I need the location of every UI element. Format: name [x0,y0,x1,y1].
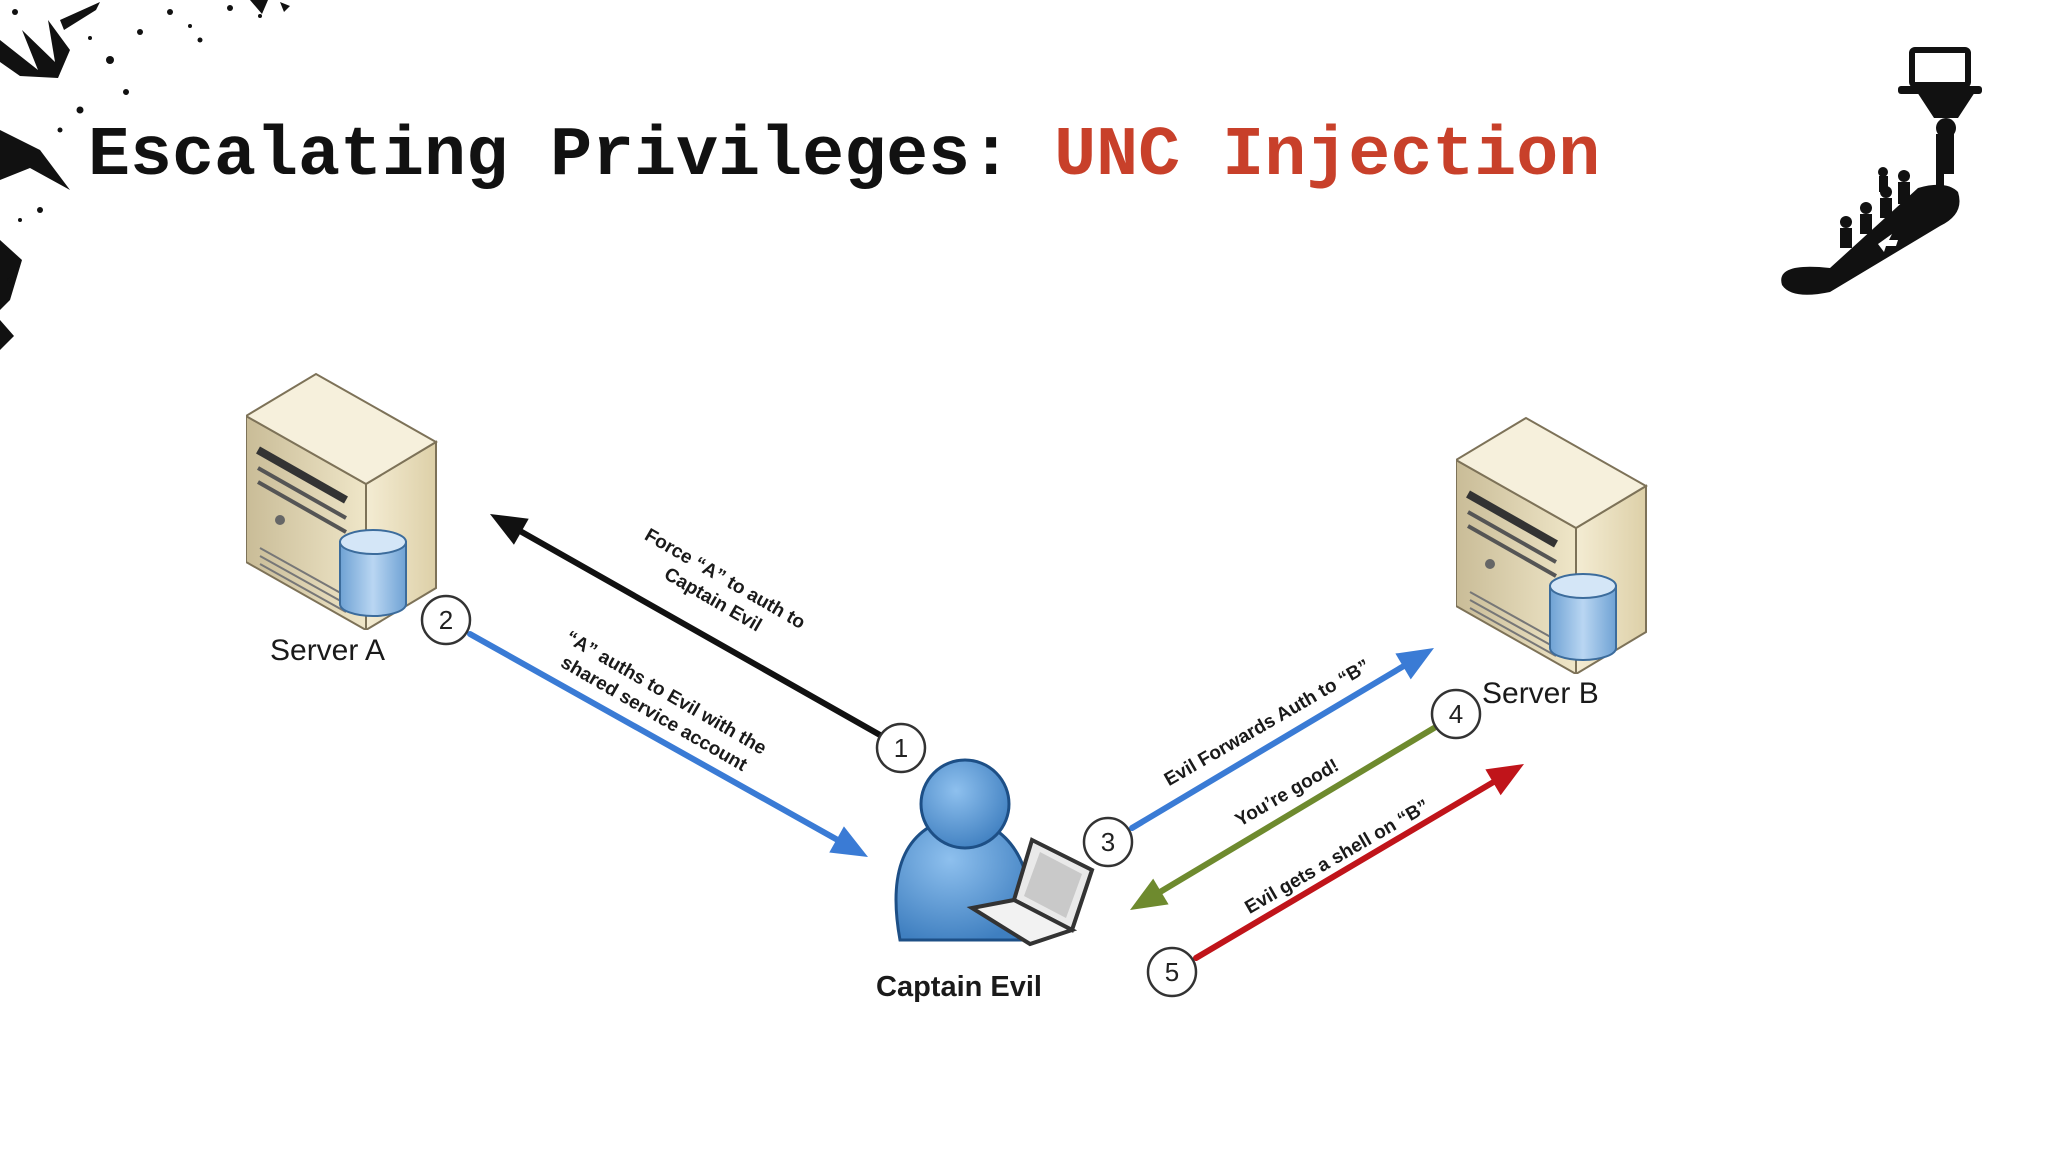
step-4-number: 4 [1449,699,1463,729]
step-3-number: 3 [1101,827,1115,857]
title-accent-text: UNC Injection [1054,117,1601,196]
server-b-label: Server B [1482,677,1599,710]
arrow-4-head [1130,878,1169,910]
database-icon [339,529,407,617]
step-2: 2 “A” auths to Evil with theshared servic… [420,594,868,857]
step-1-label: Force “A” to auth toCaptain Evil [629,525,809,655]
arrow-1-head [490,514,529,545]
ink-splatter-decoration [0,0,290,350]
slide-title: Escalating Privileges: UNC Injection [88,122,1600,192]
arrow-5-head [1485,764,1524,796]
arrow-5-line [1193,779,1497,961]
captain-evil: Captain Evil [876,758,1095,1003]
server-a: Server A [246,374,436,667]
step-3-label-line: Evil Forwards Auth to “B” [1161,656,1374,791]
step-5-number: 5 [1165,957,1179,987]
step-2-label-line: “A” auths to Evil with the [562,627,770,759]
server-a-label: Server A [270,634,385,667]
arrow-2-head [829,826,868,857]
arrow-3-head [1395,648,1434,680]
database-icon [1549,573,1617,661]
arrow-1-line [518,528,883,738]
laptop-icon [966,837,1095,947]
escalator-icon [1781,47,1982,295]
captain-evil-label: Captain Evil [876,971,1042,1003]
step-1-circle [875,722,927,774]
arrow-2-line [467,631,840,843]
step-3-label: Evil Forwards Auth to “B” [1161,656,1374,791]
step-2-label: “A” auths to Evil with theshared service… [550,627,770,780]
step-2-circle [420,594,472,646]
step-3-circle [1082,816,1134,868]
arrow-3-line [1129,663,1407,831]
step-1-number: 1 [894,733,908,763]
step-5-circle [1146,946,1198,998]
step-2-number: 2 [439,605,453,635]
title-main-text: Escalating Privileges: [88,117,1055,196]
step-4-circle [1430,688,1482,740]
arrow-4-line [1157,725,1437,895]
server-b: Server B [1456,418,1646,710]
